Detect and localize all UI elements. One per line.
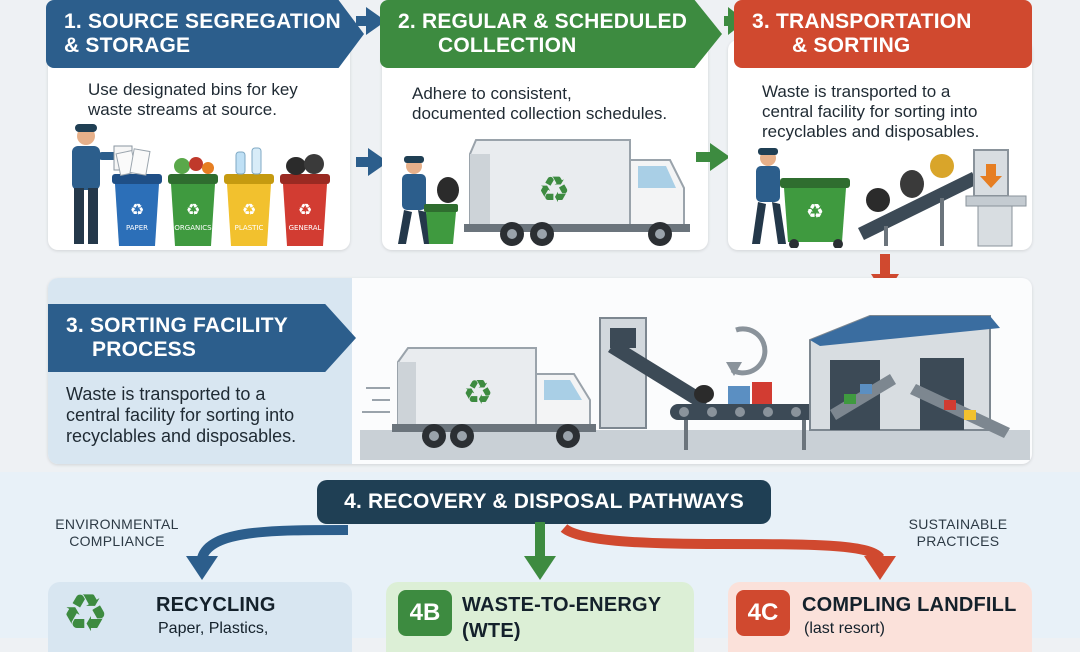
source-bins-illustration: ♻ PAPER ♻ ORGANICS ♻ PLASTIC ♻ GENERAL xyxy=(72,124,330,246)
step-source-header: 1. SOURCE SEGREGATION & STORAGE xyxy=(46,0,364,68)
waste-bin-icon: ♻ GENERAL xyxy=(280,154,330,246)
pathway-recycling-title: RECYCLING xyxy=(156,594,276,616)
recovery-title: 4. RECOVERY & DISPOSAL PATHWAYS xyxy=(344,490,744,513)
pathway-wte-badge: 4B xyxy=(398,590,452,636)
step-transport-header: 3. TRANSPORTATION & SORTING xyxy=(734,0,1032,68)
recycle-icon: ♻ xyxy=(463,373,493,413)
step-transport-title-line-1: 3. TRANSPORTATION xyxy=(752,10,972,33)
bin-label-organics: ORGANICS xyxy=(174,224,212,232)
bin-label-paper: PAPER xyxy=(126,224,148,232)
pathway-card-wte: 4B WASTE-TO-ENERGY (WTE) xyxy=(386,582,694,652)
step-facility-description: Waste is transported to a central facili… xyxy=(66,384,297,446)
pathway-wte-subtitle: (WTE) xyxy=(462,620,521,642)
pathway-wte-title: WASTE-TO-ENERGY xyxy=(462,594,662,616)
arrow-down-icon xyxy=(560,523,885,562)
step-collection-header: 2. REGULAR & SCHEDULED COLLECTION xyxy=(380,0,722,68)
svg-text:♻: ♻ xyxy=(130,200,144,219)
arrow-down-icon xyxy=(197,525,349,561)
arrow-down-icon xyxy=(880,254,890,276)
svg-text:♻: ♻ xyxy=(298,200,312,219)
environmental-compliance-label: ENVIRONMENTAL COMPLIANCE xyxy=(55,516,179,549)
step-facility-title-line-1: 3. SORTING FACILITY xyxy=(66,314,288,337)
arrow-right-icon xyxy=(356,16,368,26)
arrow-right-icon xyxy=(724,16,730,26)
worker-icon xyxy=(752,148,786,244)
arrow-down-icon xyxy=(864,556,896,580)
arrow-right-icon xyxy=(710,143,730,171)
step-transport-title-line-2: & SORTING xyxy=(792,34,911,57)
step-source-title-line-2: & STORAGE xyxy=(64,34,191,57)
svg-text:♻: ♻ xyxy=(242,200,256,219)
recycle-icon: ♻ xyxy=(538,170,570,211)
step-source-title-line-1: 1. SOURCE SEGREGATION xyxy=(64,10,341,33)
step-facility-header: 3. SORTING FACILITY PROCESS xyxy=(48,304,356,372)
waste-bin-icon: ♻ xyxy=(780,178,850,248)
sorting-facility-icon xyxy=(965,149,1027,247)
step-facility-title-line-2: PROCESS xyxy=(92,338,197,361)
pathway-card-landfill: 4C COMPLING LANDFILL (last resort) xyxy=(728,582,1032,652)
waste-bin-icon xyxy=(424,204,458,244)
pathway-landfill-badge: 4C xyxy=(736,590,790,636)
arrow-down-icon xyxy=(186,556,218,580)
conveyor-belt-icon xyxy=(858,154,978,246)
waste-bin-icon: ♻ ORGANICS xyxy=(168,157,218,246)
arrow-down-icon xyxy=(524,556,556,580)
pathway-landfill-subtitle: (last resort) xyxy=(804,620,885,637)
step-collection-title-line-2: COLLECTION xyxy=(438,34,577,57)
pathway-arrows xyxy=(186,522,896,580)
sorting-facility-illustration: ♻ xyxy=(360,315,1030,460)
step-collection-title-line-1: 2. REGULAR & SCHEDULED xyxy=(398,10,688,33)
arrow-right-icon xyxy=(696,152,712,162)
pathway-landfill-title: COMPLING LANDFILL xyxy=(802,594,1017,616)
sorting-facility-icon xyxy=(809,315,1010,438)
sustainable-practices-label: SUSTAINABLE PRACTICES xyxy=(908,516,1008,549)
conveyor-belt-icon xyxy=(599,317,820,450)
step-transport-description: Waste is transported to a central facili… xyxy=(762,82,980,141)
bin-label-general: GENERAL xyxy=(289,224,322,232)
transport-sorting-illustration: ♻ xyxy=(752,148,1027,248)
waste-bin-icon: ♻ PAPER xyxy=(112,148,162,246)
recovery-title-badge: 4. RECOVERY & DISPOSAL PATHWAYS xyxy=(317,480,771,524)
step-source-description: Use designated bins for key waste stream… xyxy=(88,80,298,119)
pathway-recycling-subtitle: Paper, Plastics, xyxy=(158,620,269,637)
collection-truck-illustration: ♻ xyxy=(398,139,690,246)
arrow-right-icon xyxy=(356,157,370,167)
garbage-truck-icon: ♻ xyxy=(362,347,596,448)
recycle-icon: ♻ xyxy=(806,199,824,223)
step-collection-description: Adhere to consistent, documented collect… xyxy=(412,84,668,123)
bin-label-plastic: PLASTIC xyxy=(235,224,264,232)
garbage-truck-icon: ♻ xyxy=(464,139,690,246)
recycle-icon: ♻ xyxy=(62,584,109,644)
pathway-card-recycling: ♻ RECYCLING Paper, Plastics, xyxy=(48,582,352,652)
waste-bin-icon: ♻ PLASTIC xyxy=(224,147,274,246)
svg-text:♻: ♻ xyxy=(186,200,200,219)
